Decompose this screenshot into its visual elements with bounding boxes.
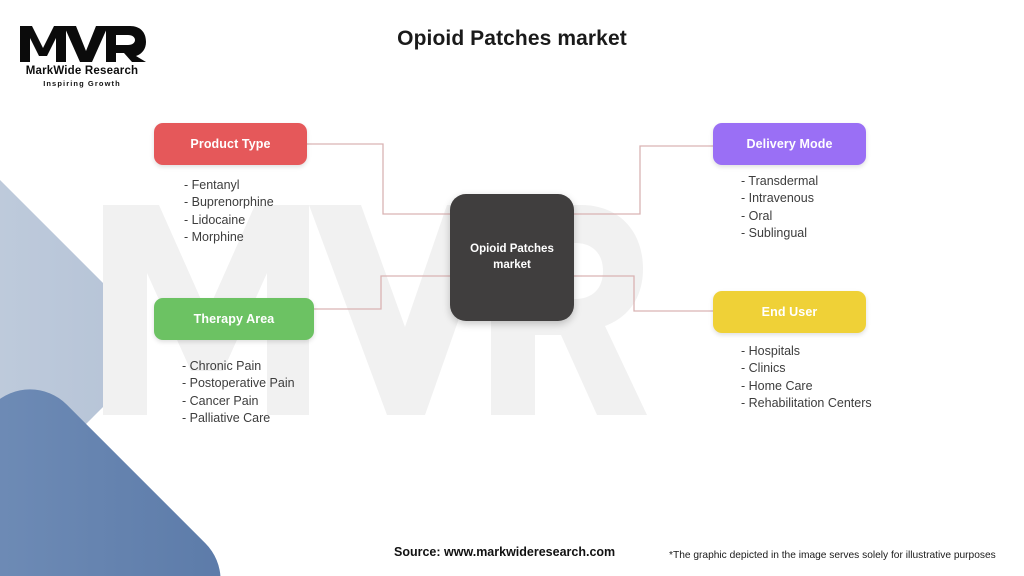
list-item: - Hospitals (741, 344, 801, 358)
logo-tagline: Inspiring Growth (43, 79, 121, 88)
branch-items-end-user: - Hospitals - Clinics - Home Care - Reha… (741, 343, 872, 413)
connector-end-user (572, 275, 713, 312)
list-item: - Lidocaine (184, 212, 246, 227)
list-item: - Cancer Pain (182, 393, 259, 408)
list-item: - Chronic Pain (182, 359, 262, 373)
page-title: Opioid Patches market (397, 27, 627, 50)
list-item: - Rehabilitation Centers (741, 396, 872, 411)
branch-header-product-type[interactable]: Product Type (154, 123, 307, 165)
list-item: - Fentanyl (184, 178, 240, 192)
branch-title-product-type: Product Type (190, 137, 271, 151)
connector-product-type (307, 143, 452, 215)
list-item: - Oral (741, 208, 773, 223)
branch-title-end-user: End User (761, 305, 818, 319)
list-item: - Intravenous (741, 191, 814, 206)
connector-delivery-mode (572, 145, 713, 215)
list-item: - Postoperative Pain (182, 376, 295, 391)
branch-header-therapy-area[interactable]: Therapy Area (154, 298, 314, 340)
list-item: - Palliative Care (182, 411, 271, 426)
source-label: Source: www.markwideresearch.com (394, 545, 616, 559)
branch-items-therapy-area: - Chronic Pain - Postoperative Pain - Ca… (182, 358, 295, 428)
branch-items-product-type: - Fentanyl - Buprenorphine - Lidocaine -… (184, 177, 274, 247)
branch-items-delivery-mode: - Transdermal - Intravenous - Oral - Sub… (741, 173, 818, 243)
logo-company-name: MarkWide Research (25, 65, 139, 77)
branch-header-end-user[interactable]: End User (713, 291, 866, 333)
list-item: - Sublingual (741, 226, 808, 241)
branch-header-delivery-mode[interactable]: Delivery Mode (713, 123, 866, 165)
list-item: - Clinics (741, 361, 786, 376)
list-item: - Buprenorphine (184, 195, 274, 210)
list-item: - Morphine (184, 230, 244, 245)
brand-logo: MarkWide Research Inspiring Growth (18, 22, 168, 90)
connector-therapy-area (314, 275, 452, 310)
list-item: - Home Care (741, 378, 813, 393)
disclaimer-text: *The graphic depicted in the image serve… (669, 550, 996, 561)
branch-title-therapy-area: Therapy Area (193, 312, 275, 326)
list-item: - Transdermal (741, 174, 819, 188)
mwr-logo-icon (20, 26, 146, 62)
branch-title-delivery-mode: Delivery Mode (746, 137, 833, 151)
